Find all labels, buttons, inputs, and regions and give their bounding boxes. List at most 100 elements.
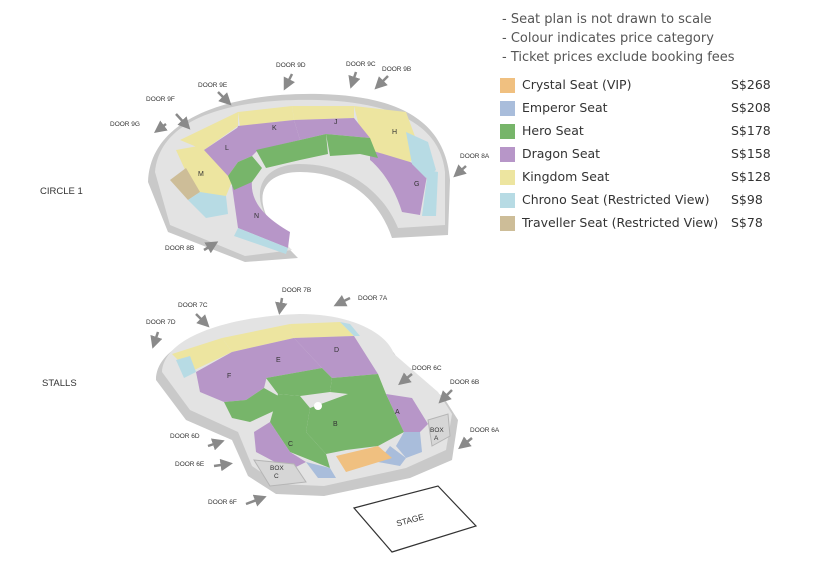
section-label: N	[254, 213, 259, 220]
door-label: DOOR 6F	[208, 499, 237, 506]
section-label: M	[198, 171, 204, 178]
stalls-section-kingdom[interactable]	[290, 322, 354, 338]
legend-name: Emperor Seat	[522, 100, 608, 115]
legend-price: S$158	[731, 146, 771, 161]
legend-price: S$208	[731, 100, 771, 115]
note-line: - Colour indicates price category	[502, 31, 714, 46]
section-label: A	[395, 409, 400, 416]
door-arrow	[333, 295, 351, 307]
door-arrow	[207, 438, 225, 451]
door-label: DOOR 6E	[175, 461, 205, 468]
door-arrow	[203, 241, 219, 254]
circle1-section-chrono[interactable]	[234, 228, 288, 254]
notes: - Seat plan is not drawn to scale - Colo…	[502, 10, 735, 67]
door-arrow	[453, 164, 467, 178]
stalls-section-c[interactable]	[270, 394, 330, 468]
note-line: - Ticket prices exclude booking fees	[502, 50, 735, 65]
door-arrow	[245, 494, 267, 507]
legend-item-crystal: Crystal Seat (VIP)S$268	[500, 76, 780, 99]
circle1-section-kingdom[interactable]	[176, 146, 236, 196]
section-label: H	[392, 129, 397, 136]
circle1-section-traveller[interactable]	[170, 168, 200, 200]
circle1-section-chrono[interactable]	[188, 192, 228, 218]
section-label: K	[272, 125, 277, 132]
circle1-section-hero[interactable]	[256, 134, 328, 168]
circle1-section-n[interactable]	[232, 180, 290, 248]
stalls-section-chrono[interactable]	[176, 356, 196, 378]
box-c[interactable]	[253, 459, 307, 487]
circle1-section-chrono[interactable]	[406, 132, 436, 178]
stalls-section-emperor[interactable]	[396, 432, 422, 458]
door-label: DOOR 8A	[460, 153, 490, 160]
circle1-section-kingdom[interactable]	[292, 106, 354, 120]
legend-price: S$128	[731, 169, 771, 184]
stalls-label: STALLS	[42, 378, 77, 389]
circle1-level: CIRCLE 1 K J H L M G N DOOR 9G	[40, 61, 490, 262]
stalls-section-crystal[interactable]	[336, 446, 392, 472]
section-label: D	[334, 347, 339, 354]
section-label: L	[225, 145, 229, 152]
door-label: DOOR 6B	[450, 379, 479, 386]
circle1-section-j[interactable]	[294, 118, 370, 140]
circle1-section-chrono[interactable]	[422, 170, 438, 216]
circle1-section-l[interactable]	[204, 126, 252, 176]
stalls-section-emperor[interactable]	[306, 462, 336, 478]
door-arrow	[374, 75, 389, 90]
stalls-section-kingdom[interactable]	[222, 324, 294, 352]
stalls-section-a[interactable]	[386, 394, 428, 432]
box-label: A	[434, 435, 439, 442]
door-label: DOOR 6C	[412, 365, 442, 372]
legend-name: Crystal Seat (VIP)	[522, 77, 632, 92]
circle1-section-hero[interactable]	[326, 134, 378, 158]
legend-swatch	[500, 124, 515, 139]
legend-name: Kingdom Seat	[522, 169, 610, 184]
legend-price: S$98	[731, 192, 763, 207]
door-label: DOOR 6A	[470, 427, 500, 434]
stalls-section-hero[interactable]	[266, 368, 332, 396]
circle1-section-k[interactable]	[232, 120, 300, 156]
stalls-section-emperor[interactable]	[378, 446, 406, 466]
legend-price: S$78	[731, 215, 763, 230]
door-arrow	[275, 297, 288, 315]
legend-name: Chrono Seat (Restricted View)	[522, 192, 710, 207]
box-label: BOX	[430, 427, 444, 434]
legend-name: Traveller Seat (Restricted View)	[522, 215, 719, 230]
door-arrow	[154, 120, 168, 133]
legend-swatch	[500, 216, 515, 231]
stalls-pillar	[314, 402, 322, 410]
box-label: C	[274, 473, 279, 480]
door-label: DOOR 9C	[346, 61, 376, 68]
circle1-section-kingdom[interactable]	[180, 112, 238, 150]
door-arrow	[217, 91, 232, 106]
legend-swatch	[500, 147, 515, 162]
stage	[352, 485, 478, 553]
circle1-label: CIRCLE 1	[40, 186, 83, 197]
section-label: J	[334, 119, 338, 126]
stalls-section-b[interactable]	[306, 394, 404, 454]
circle1-section-kingdom[interactable]	[238, 106, 294, 126]
door-arrow	[438, 389, 453, 404]
door-label: DOOR 9D	[276, 62, 306, 69]
stalls-section-hero[interactable]	[224, 388, 282, 422]
section-label: C	[288, 441, 293, 448]
door-label: DOOR 7A	[358, 295, 388, 302]
door-arrow	[458, 436, 473, 450]
stalls-level: STALLS E D F B	[42, 287, 500, 553]
door-label: DOOR 9B	[382, 66, 411, 73]
stalls-section-chrono[interactable]	[340, 322, 360, 336]
stalls-section-hero[interactable]	[330, 374, 386, 394]
stalls-section-e[interactable]	[232, 338, 322, 378]
door-arrow	[348, 71, 361, 89]
door-arrow	[283, 73, 295, 91]
door-label: DOOR 9E	[198, 82, 228, 89]
stalls-section-d[interactable]	[294, 336, 378, 378]
stalls-section-dragon[interactable]	[254, 422, 306, 470]
circle1-section-hero[interactable]	[228, 156, 262, 190]
circle1-section-g[interactable]	[370, 150, 428, 215]
door-label: DOOR 8B	[165, 245, 194, 252]
box-a[interactable]	[427, 413, 451, 447]
door-label: DOOR 7C	[178, 302, 208, 309]
